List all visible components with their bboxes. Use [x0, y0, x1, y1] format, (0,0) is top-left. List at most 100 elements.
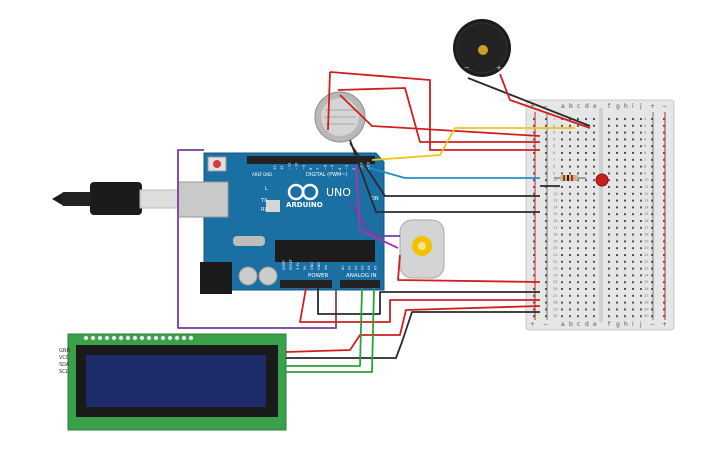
breadboard-hole[interactable] — [632, 118, 634, 120]
breadboard-hole[interactable] — [533, 301, 535, 304]
breadboard-hole[interactable] — [640, 172, 642, 175]
breadboard-hole[interactable] — [663, 118, 665, 120]
breadboard-hole[interactable] — [616, 186, 618, 188]
breadboard-hole[interactable] — [545, 281, 547, 284]
breadboard-hole[interactable] — [577, 288, 579, 290]
breadboard-hole[interactable] — [533, 233, 535, 236]
breadboard-hole[interactable] — [608, 158, 610, 161]
breadboard-hole[interactable] — [569, 124, 571, 127]
breadboard-hole[interactable] — [577, 220, 579, 222]
breadboard-hole[interactable] — [663, 165, 665, 168]
breadboard-hole[interactable] — [616, 131, 618, 134]
breadboard[interactable]: + − a b c d e f g h i j + − + − a b c d … — [525, 99, 675, 331]
breadboard-hole[interactable] — [663, 260, 665, 263]
breadboard-hole[interactable] — [616, 233, 618, 236]
breadboard-hole[interactable] — [663, 206, 665, 209]
breadboard-hole[interactable] — [577, 301, 579, 304]
breadboard-hole[interactable] — [569, 206, 571, 209]
breadboard-hole[interactable] — [624, 179, 626, 182]
breadboard-hole[interactable] — [545, 186, 547, 188]
breadboard-hole[interactable] — [651, 199, 653, 202]
breadboard-hole[interactable] — [640, 267, 642, 270]
breadboard-hole[interactable] — [624, 158, 626, 161]
breadboard-hole[interactable] — [608, 220, 610, 222]
breadboard-hole[interactable] — [624, 152, 626, 154]
breadboard-hole[interactable] — [608, 294, 610, 297]
breadboard-hole[interactable] — [577, 138, 579, 141]
breadboard-hole[interactable] — [593, 199, 595, 202]
breadboard-hole[interactable] — [651, 131, 653, 134]
breadboard-hole[interactable] — [624, 165, 626, 168]
breadboard-hole[interactable] — [593, 247, 595, 250]
breadboard-hole[interactable] — [577, 186, 579, 188]
breadboard-hole[interactable] — [663, 199, 665, 202]
breadboard-hole[interactable] — [585, 138, 587, 141]
breadboard-hole[interactable] — [651, 192, 653, 195]
breadboard-hole[interactable] — [545, 179, 547, 182]
breadboard-hole[interactable] — [624, 240, 626, 243]
breadboard-hole[interactable] — [593, 179, 595, 182]
breadboard-hole[interactable] — [632, 192, 634, 195]
breadboard-hole[interactable] — [533, 118, 535, 120]
breadboard-hole[interactable] — [585, 315, 587, 318]
breadboard-hole[interactable] — [561, 281, 563, 284]
breadboard-hole[interactable] — [616, 240, 618, 243]
dc-motor[interactable] — [399, 219, 445, 279]
breadboard-hole[interactable] — [593, 158, 595, 161]
breadboard-hole[interactable] — [608, 172, 610, 175]
breadboard-hole[interactable] — [561, 138, 563, 141]
breadboard-hole[interactable] — [608, 131, 610, 134]
breadboard-hole[interactable] — [577, 260, 579, 263]
breadboard-hole[interactable] — [545, 131, 547, 134]
breadboard-hole[interactable] — [577, 254, 579, 256]
breadboard-hole[interactable] — [616, 206, 618, 209]
breadboard-hole[interactable] — [632, 220, 634, 222]
breadboard-hole[interactable] — [663, 158, 665, 161]
breadboard-hole[interactable] — [585, 131, 587, 134]
breadboard-hole[interactable] — [593, 267, 595, 270]
breadboard-hole[interactable] — [640, 301, 642, 304]
breadboard-hole[interactable] — [577, 281, 579, 284]
breadboard-hole[interactable] — [640, 220, 642, 222]
breadboard-hole[interactable] — [608, 165, 610, 168]
breadboard-hole[interactable] — [663, 288, 665, 290]
breadboard-hole[interactable] — [569, 199, 571, 202]
breadboard-hole[interactable] — [585, 240, 587, 243]
breadboard-hole[interactable] — [533, 206, 535, 209]
gas-sensor[interactable] — [314, 91, 366, 143]
breadboard-hole[interactable] — [616, 172, 618, 175]
breadboard-hole[interactable] — [632, 247, 634, 250]
breadboard-hole[interactable] — [593, 308, 595, 311]
breadboard-hole[interactable] — [593, 220, 595, 222]
breadboard-hole[interactable] — [569, 240, 571, 243]
breadboard-hole[interactable] — [640, 138, 642, 141]
breadboard-hole[interactable] — [561, 315, 563, 318]
breadboard-hole[interactable] — [585, 260, 587, 263]
breadboard-hole[interactable] — [585, 199, 587, 202]
breadboard-hole[interactable] — [545, 124, 547, 127]
breadboard-hole[interactable] — [624, 145, 626, 148]
breadboard-hole[interactable] — [585, 179, 587, 182]
breadboard-hole[interactable] — [632, 138, 634, 141]
breadboard-hole[interactable] — [545, 247, 547, 250]
breadboard-hole[interactable] — [545, 206, 547, 209]
breadboard-hole[interactable] — [651, 315, 653, 318]
breadboard-hole[interactable] — [616, 145, 618, 148]
breadboard-hole[interactable] — [663, 226, 665, 229]
breadboard-hole[interactable] — [624, 124, 626, 127]
breadboard-hole[interactable] — [608, 260, 610, 263]
breadboard-hole[interactable] — [632, 213, 634, 216]
breadboard-hole[interactable] — [624, 172, 626, 175]
breadboard-hole[interactable] — [624, 281, 626, 284]
breadboard-hole[interactable] — [577, 274, 579, 277]
breadboard-hole[interactable] — [640, 206, 642, 209]
breadboard-hole[interactable] — [640, 199, 642, 202]
breadboard-hole[interactable] — [624, 288, 626, 290]
breadboard-hole[interactable] — [608, 247, 610, 250]
breadboard-hole[interactable] — [632, 240, 634, 243]
breadboard-hole[interactable] — [608, 206, 610, 209]
breadboard-hole[interactable] — [616, 192, 618, 195]
breadboard-hole[interactable] — [593, 288, 595, 290]
breadboard-hole[interactable] — [663, 172, 665, 175]
breadboard-hole[interactable] — [545, 165, 547, 168]
